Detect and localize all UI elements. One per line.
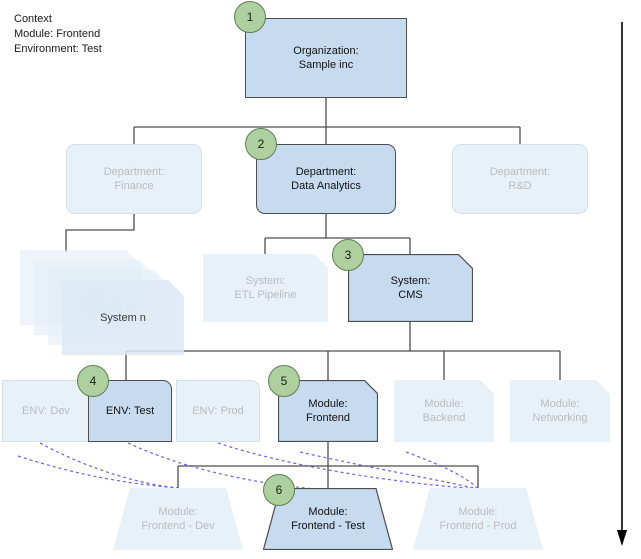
node-department-data-analytics[interactable]: Department: Data Analytics: [256, 144, 396, 214]
badge-step-1: 1: [234, 1, 266, 33]
node-line-1: ENV: Test: [105, 405, 155, 417]
shape-outline: [263, 488, 393, 550]
node-module-frontend-prod[interactable]: Module: Frontend - Prod: [413, 488, 543, 550]
badge-step-3: 3: [332, 239, 364, 271]
node-system-n[interactable]: System n: [62, 280, 184, 355]
node-department-rnd[interactable]: Department: R&D: [452, 144, 588, 214]
node-line-1: Department:: [295, 166, 357, 178]
node-line-1: System n: [100, 311, 146, 324]
badge-step-4: 4: [77, 365, 109, 397]
node-env-prod[interactable]: ENV: Prod: [176, 380, 260, 442]
node-module-backend[interactable]: Module: Backend: [394, 380, 494, 442]
node-text: Module: Backend: [423, 397, 466, 425]
node-system-cms[interactable]: System: CMS: [348, 254, 473, 322]
node-line-1: ENV: Prod: [192, 405, 244, 417]
node-text: Module: Frontend - Dev: [141, 505, 214, 533]
node-line-2: ETL Pipeline: [234, 289, 297, 301]
node-module-frontend-dev[interactable]: Module: Frontend - Dev: [113, 488, 243, 550]
node-text: Module: Frontend - Test: [291, 505, 365, 533]
node-line-2: CMS: [398, 289, 423, 301]
node-line-1: System:: [390, 275, 431, 287]
node-line-1: Module:: [458, 506, 498, 518]
badge-step-5: 5: [268, 365, 300, 397]
node-line-1: Module:: [308, 506, 348, 518]
shape-fill: [413, 488, 543, 550]
context-legend: Context Module: Frontend Environment: Te…: [14, 12, 102, 57]
node-line-2: Sample inc: [298, 59, 354, 71]
node-line-1: Module:: [308, 398, 348, 410]
node-system-etl-pipeline[interactable]: System: ETL Pipeline: [203, 254, 328, 322]
node-system-stack: System A System A System A System n: [20, 250, 185, 352]
node-line-2: Networking: [532, 412, 588, 424]
node-text: System: ETL Pipeline: [235, 274, 297, 302]
node-line-2: Frontend - Test: [291, 520, 365, 532]
node-department-finance[interactable]: Department: Finance: [66, 144, 202, 214]
node-env-dev[interactable]: ENV: Dev: [2, 380, 90, 442]
shape-outline: [278, 380, 378, 442]
flow-arrow-down: [617, 22, 627, 546]
env-to-instance-links: [17, 442, 479, 491]
node-line-1: Organization:: [293, 45, 359, 57]
node-line-2: Finance: [114, 180, 154, 192]
node-line-1: Module:: [158, 506, 198, 518]
node-line-1: Department:: [103, 166, 165, 178]
badge-step-2: 2: [245, 128, 277, 160]
badge-step-6: 6: [263, 474, 295, 506]
node-module-networking[interactable]: Module: Networking: [510, 380, 610, 442]
shape-fill: [203, 254, 328, 322]
shape-fill: [62, 280, 184, 355]
node-organization-sample-inc[interactable]: Organization: Sample inc: [245, 18, 407, 98]
shape-fill: [510, 380, 610, 442]
node-line-2: Backend: [422, 412, 466, 424]
node-text: System: CMS: [391, 274, 431, 302]
context-environment: Environment: Test: [14, 43, 102, 55]
node-text: Module: Frontend: [306, 397, 350, 425]
node-line-1: Module:: [424, 398, 464, 410]
tree-connectors: [65, 98, 561, 488]
shape-fill: [348, 254, 473, 322]
context-module: Module: Frontend: [14, 28, 101, 40]
context-title: Context: [14, 13, 52, 25]
node-line-2: Data Analytics: [291, 180, 361, 192]
node-line-2: R&D: [508, 180, 532, 192]
node-line-2: Frontend: [305, 412, 351, 424]
shape-fill: [113, 488, 243, 550]
node-line-2: Frontend - Prod: [439, 520, 517, 532]
node-line-2: Frontend - Dev: [141, 520, 215, 532]
node-text: Module: Networking: [532, 397, 587, 425]
node-line-1: System:: [245, 275, 286, 287]
node-line-1: ENV: Dev: [22, 405, 70, 417]
shape-outline: [348, 254, 473, 322]
node-text: Module: Frontend - Prod: [439, 505, 516, 533]
node-line-1: Department:: [489, 166, 551, 178]
shape-fill: [394, 380, 494, 442]
node-line-1: Module:: [540, 398, 580, 410]
